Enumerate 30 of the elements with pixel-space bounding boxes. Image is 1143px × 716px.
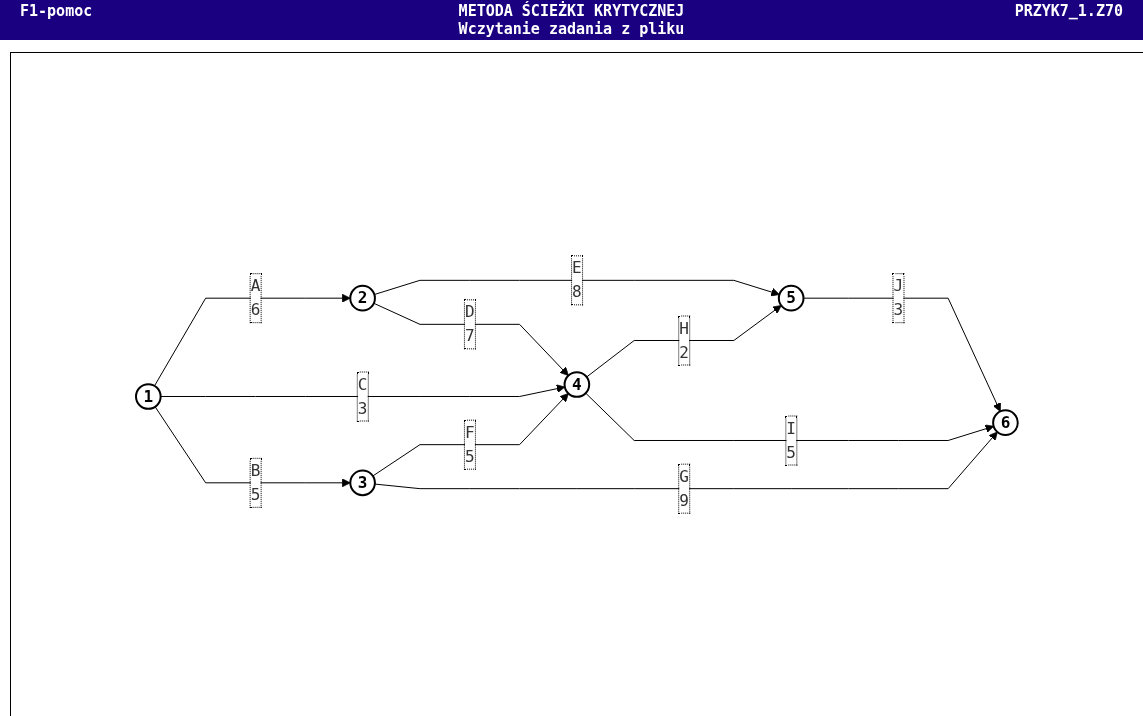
arrow — [154, 293, 351, 387]
file-name: PRZYK7_1.Z70 — [1014, 2, 1123, 22]
edge-label: C 3 — [357, 374, 368, 418]
edge-label: E 8 — [572, 258, 582, 302]
edge-label: A 6 — [250, 276, 261, 320]
edge-label: F 5 — [465, 422, 475, 466]
arrow — [154, 406, 351, 488]
node-circle: 5 — [777, 284, 805, 312]
arrow — [373, 302, 569, 376]
arrow — [373, 279, 780, 297]
node-circle: 6 — [992, 409, 1019, 436]
arrow — [803, 297, 1002, 412]
edge-label: G 9 — [679, 466, 689, 510]
node-circle: 3 — [349, 469, 377, 497]
edge-label: H 2 — [679, 318, 689, 362]
arrow — [585, 392, 995, 441]
help-key-hint: F1-pomoc — [20, 2, 93, 22]
subtitle: Wczytanie zadania z pliku — [457, 20, 686, 38]
node-circle: 1 — [135, 383, 162, 410]
title: METODA ŚCIEŻKI KRYTYCZNEJ — [457, 2, 686, 20]
edge-label: J 3 — [893, 276, 904, 320]
edge-label: I 5 — [786, 418, 797, 462]
arrow — [160, 384, 566, 397]
arrow — [374, 431, 998, 490]
edge-label: B 5 — [250, 460, 261, 504]
arrow — [586, 305, 782, 378]
node-circle: 4 — [563, 371, 591, 398]
arrow — [372, 393, 569, 477]
edge-label: D 7 — [465, 302, 475, 346]
node-circle: 2 — [349, 284, 377, 312]
